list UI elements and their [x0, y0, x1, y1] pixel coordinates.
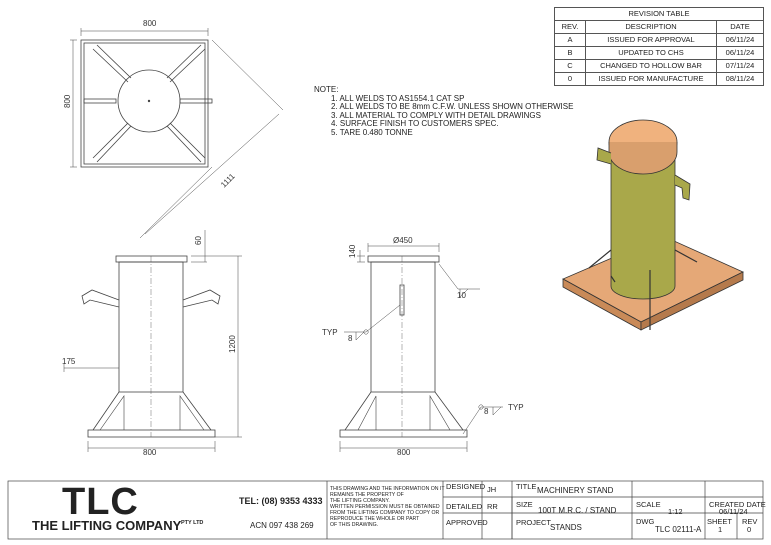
disclaimer-line: OF THIS DRAWING. [330, 522, 379, 528]
project-value: STANDS [550, 523, 582, 532]
weld-size-10: 10 [457, 291, 466, 300]
note-item: 4. SURFACE FINISH TO CUSTOMERS SPEC. [331, 119, 499, 129]
note-item: 3. ALL MATERIAL TO COMPLY WITH DETAIL DR… [331, 110, 541, 120]
project-label: PROJECT [516, 518, 552, 527]
scale-value: 1:12 [668, 507, 683, 516]
notes-heading: NOTE: [314, 85, 339, 94]
rev-label: REV [742, 517, 758, 526]
designed-value: JH [487, 485, 497, 494]
dwg-value: TLC 02111-A [655, 525, 702, 534]
title-block-frame [7, 480, 764, 540]
weld-typ-left: TYP [322, 328, 338, 337]
sheet-value: 1 [718, 525, 723, 534]
company-tel: TEL: (08) 9353 4333 [239, 496, 323, 506]
designed-label: DESIGNED [446, 482, 486, 491]
approved-label: APPROVED [446, 518, 488, 527]
company-suffix: PTY LTD [181, 520, 204, 526]
created-value: 06/11/24 [719, 507, 748, 516]
side-dim-top: 140 [348, 244, 357, 258]
weld-typ-right: TYP [508, 403, 524, 412]
front-view [63, 230, 242, 452]
isometric-view [562, 119, 744, 331]
side-dim-diameter: Ø450 [393, 236, 413, 245]
dwg-label: DWG [636, 517, 655, 526]
front-dim-width: 800 [143, 448, 157, 457]
detailed-value: RR [487, 502, 498, 511]
title-label: TITLE [516, 482, 537, 491]
disclaimer-line: REMAINS THE PROPERTY OF [330, 492, 404, 498]
note-item: 2. ALL WELDS TO BE 8mm C.F.W. UNLESS SHO… [331, 102, 574, 112]
plan-dim-height: 800 [63, 94, 72, 108]
disclaimer-line: THE LIFTING COMPANY. [330, 498, 390, 504]
revision-date: 08/11/24 [716, 72, 764, 86]
revision-row: 0 ISSUED FOR MANUFACTURE 08/11/24 [554, 72, 764, 86]
size-value: 100T M.R.C. / STAND [538, 506, 617, 515]
front-dim-height: 1200 [228, 335, 237, 353]
weld-size-left: 8 [348, 334, 353, 343]
note-item: 5. TARE 0.480 TONNE [331, 127, 413, 137]
title-value: MACHINERY STAND [537, 486, 614, 495]
disclaimer: THIS DRAWING AND THE INFORMATION ON IT R… [330, 486, 445, 528]
weld-size-right: 8 [484, 407, 489, 416]
created-label: CREATED DATE [709, 500, 766, 509]
side-view [339, 243, 503, 452]
rev-value: 0 [747, 525, 752, 534]
plan-view [70, 28, 284, 239]
revision-description: ISSUED FOR MANUFACTURE [585, 72, 717, 86]
disclaimer-line: THIS DRAWING AND THE INFORMATION ON IT [330, 486, 445, 492]
sheet-label: SHEET [707, 517, 733, 526]
side-dim-width: 800 [397, 448, 411, 457]
front-dim-side: 175 [62, 357, 76, 366]
detailed-label: DETAILED [446, 502, 483, 511]
disclaimer-line: REPRODUCE THE WHOLE OR PART [330, 516, 420, 522]
company-acn: ACN 097 438 269 [250, 521, 314, 530]
company-name: THE LIFTING COMPANY [32, 518, 182, 533]
revision-table: REVISION TABLE REV. DESCRIPTION DATE A I… [554, 7, 764, 86]
company-logo: TLC [62, 481, 139, 523]
note-item: 1. ALL WELDS TO AS1554.1 CAT SP [331, 93, 465, 103]
front-dim-top: 60 [194, 236, 203, 245]
disclaimer-line: FROM THE LIFTING COMPANY TO COPY OR [330, 510, 440, 516]
scale-label: SCALE [636, 500, 661, 509]
plan-dim-width: 800 [143, 19, 157, 28]
disclaimer-line: WRITTEN PERMISSION MUST BE OBTAINED [330, 504, 440, 510]
size-label: SIZE [516, 500, 533, 509]
plan-dim-diagonal: 1111 [219, 171, 237, 189]
revision-row: B UPDATED TO CHS 06/11/24 [554, 46, 764, 60]
notes: NOTE: 1. ALL WELDS TO AS1554.1 CAT SP 2.… [314, 85, 574, 138]
